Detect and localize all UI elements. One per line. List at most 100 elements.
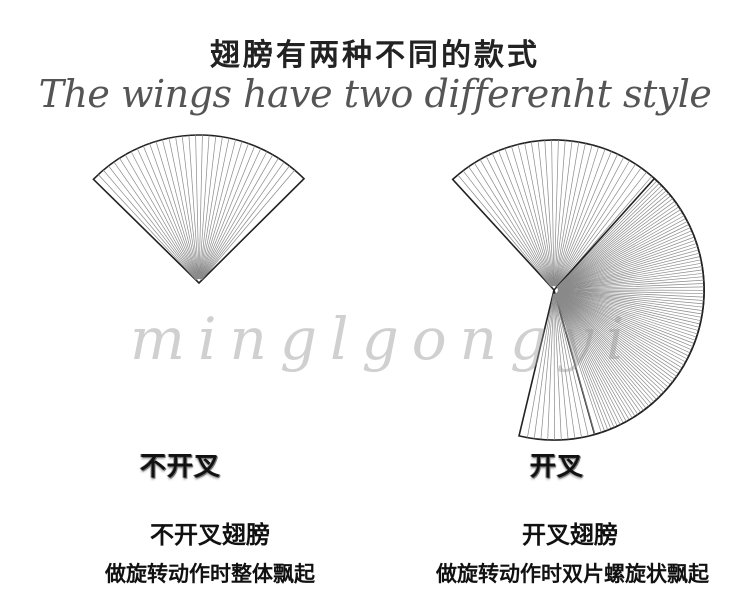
- wing-left-rays: [98, 134, 295, 281]
- wing-right-half-2-ray: [557, 289, 704, 301]
- wing-left-ray: [200, 145, 256, 280]
- wing-right-half-1-ray: [556, 292, 647, 409]
- wing-right-half-1-ray: [557, 291, 679, 374]
- wing-right-half-2-ray: [554, 293, 582, 438]
- wing-right-half-1-ray: [462, 170, 552, 288]
- wing-right-half-2-ray: [557, 239, 696, 290]
- wing-right-half-1-ray: [504, 148, 554, 287]
- wing-left-ray: [199, 143, 249, 280]
- wing-right-half-1-ray: [474, 162, 553, 287]
- wing-left-ray: [199, 141, 243, 280]
- wing-right-half-2-ray: [557, 290, 698, 335]
- wing-right-half-2-ray: [556, 182, 660, 288]
- wing-right-half-1-ray: [556, 171, 647, 288]
- wing-right-half-2-ray: [557, 279, 704, 291]
- wing-right-half-1-ray: [544, 140, 555, 287]
- wing-right-half-2-ray: [557, 252, 700, 290]
- wing-left-ray: [200, 151, 268, 280]
- wing-right-half-1-ray: [557, 289, 704, 298]
- wing-right-half-1-ray: [554, 142, 580, 287]
- wing-right-half-2-ray: [554, 293, 602, 433]
- wing-right-half-1-ray: [557, 230, 692, 289]
- wing-right-half-1-ray: [554, 141, 573, 287]
- wing-right-half-1-ray: [555, 154, 618, 287]
- wing-right-half-1-ray: [511, 146, 554, 287]
- wing-left-ray: [201, 169, 295, 281]
- wing-right-half-1-ray: [557, 291, 689, 357]
- wing-right-half-2-ray: [557, 215, 685, 289]
- wing-right-half-1-ray: [554, 146, 599, 287]
- wing-right-half-1-ray: [554, 143, 586, 287]
- wing-left-ray: [103, 169, 197, 281]
- wing-right-half-2-ray: [555, 293, 639, 415]
- wing-right-half-1-ray: [556, 292, 652, 405]
- wing-right-half-1-ray: [557, 218, 686, 289]
- wing-right-half-1-ray: [498, 150, 553, 287]
- wing-right-half-2-ray: [556, 292, 664, 393]
- wing-right-half-2-ray: [555, 293, 609, 431]
- wing-right-half-1-ray: [557, 291, 695, 344]
- wing-right-half-1-ray: [556, 292, 675, 380]
- page-title-chinese: 翅膀有两种不同的款式: [210, 38, 540, 73]
- wing-right-half-2-ray: [557, 291, 688, 360]
- wing-right-half-2-ray: [554, 293, 596, 435]
- wing-right-half-1-ray: [537, 140, 554, 287]
- wing-right-half-2-ray: [557, 209, 681, 289]
- wing-right-half-1-ray: [557, 290, 703, 311]
- wing-right-half-1-ray: [556, 292, 657, 400]
- wing-right-half-2-ray: [557, 290, 700, 328]
- wing-right-half-1-ray: [557, 290, 704, 305]
- wing-right-half-2-ray: [555, 293, 615, 428]
- wing-right-half-1-ray: [556, 293, 641, 413]
- wing-right-half-1-ray: [553, 140, 566, 287]
- wing-right-half-1-ray: [557, 291, 683, 369]
- wing-right-half-2-ray: [557, 259, 701, 290]
- right-caption-title: 开叉翅膀: [522, 520, 618, 549]
- wing-left-ray: [199, 138, 230, 280]
- wing-right-half-2-ray: [557, 290, 703, 315]
- wing-right-half-1-ray: [557, 290, 697, 338]
- wing-right-left-half-rays: [457, 139, 705, 432]
- wing-right-half-1-ray: [555, 157, 625, 287]
- wing-right-half-2-ray: [557, 291, 681, 372]
- wing-right-half-1-ray: [554, 293, 605, 432]
- wing-right-half-2-ray: [540, 293, 555, 440]
- wing-right-half-2-ray: [556, 292, 669, 388]
- wing-right-half-1-ray: [554, 144, 593, 287]
- wing-left-label: 不开叉: [140, 452, 222, 482]
- wing-right-half-2-ray: [533, 293, 554, 439]
- wing-right-half-1-ray: [557, 291, 686, 363]
- wing-right-half-2-ray: [556, 192, 669, 288]
- wing-right-half-1-ray: [485, 156, 553, 287]
- wing-right-half-1-ray: [530, 141, 554, 287]
- wing-right-half-1-ray: [479, 159, 553, 287]
- wing-right-half-1-ray: [556, 292, 667, 391]
- wing-right-half-1-ray: [557, 249, 699, 290]
- wing-right-half-1-ray: [557, 290, 701, 325]
- wing-right-label: 开叉: [530, 452, 585, 482]
- wing-right-half-2-ray: [557, 290, 704, 308]
- wing-right-half-1-ray: [556, 167, 642, 287]
- wing-right-half-2-ray: [557, 227, 691, 289]
- wing-right-half-2-ray: [557, 286, 705, 291]
- wing-right-half-2-ray: [554, 293, 576, 439]
- wing-left-ray: [149, 143, 199, 280]
- wing-right-half-1-ray: [556, 292, 671, 385]
- wing-right-half-2-ray: [556, 292, 673, 383]
- wing-right-half-1-ray: [556, 190, 667, 288]
- wing-left-ray: [108, 165, 197, 281]
- wing-right-half-1-ray: [557, 256, 701, 290]
- wing-right-half-2-ray: [557, 266, 703, 290]
- wing-right-half-1-ray: [555, 293, 624, 424]
- wing-right-half-1-ray: [557, 291, 692, 351]
- wing-right-half-2-ray: [554, 293, 569, 440]
- wing-right-half-2-ray: [557, 291, 685, 366]
- wing-right-half-1-ray: [555, 293, 612, 429]
- wing-right-half-2-ray: [527, 293, 554, 438]
- right-caption-description: 做旋转动作时双片螺旋状飘起: [436, 561, 709, 586]
- wing-left-ray: [195, 134, 200, 280]
- wing-left-ray: [98, 174, 197, 281]
- wing-left-ray: [198, 135, 210, 280]
- wing-right-half-2-ray: [557, 233, 694, 289]
- wing-left-ray: [130, 151, 198, 280]
